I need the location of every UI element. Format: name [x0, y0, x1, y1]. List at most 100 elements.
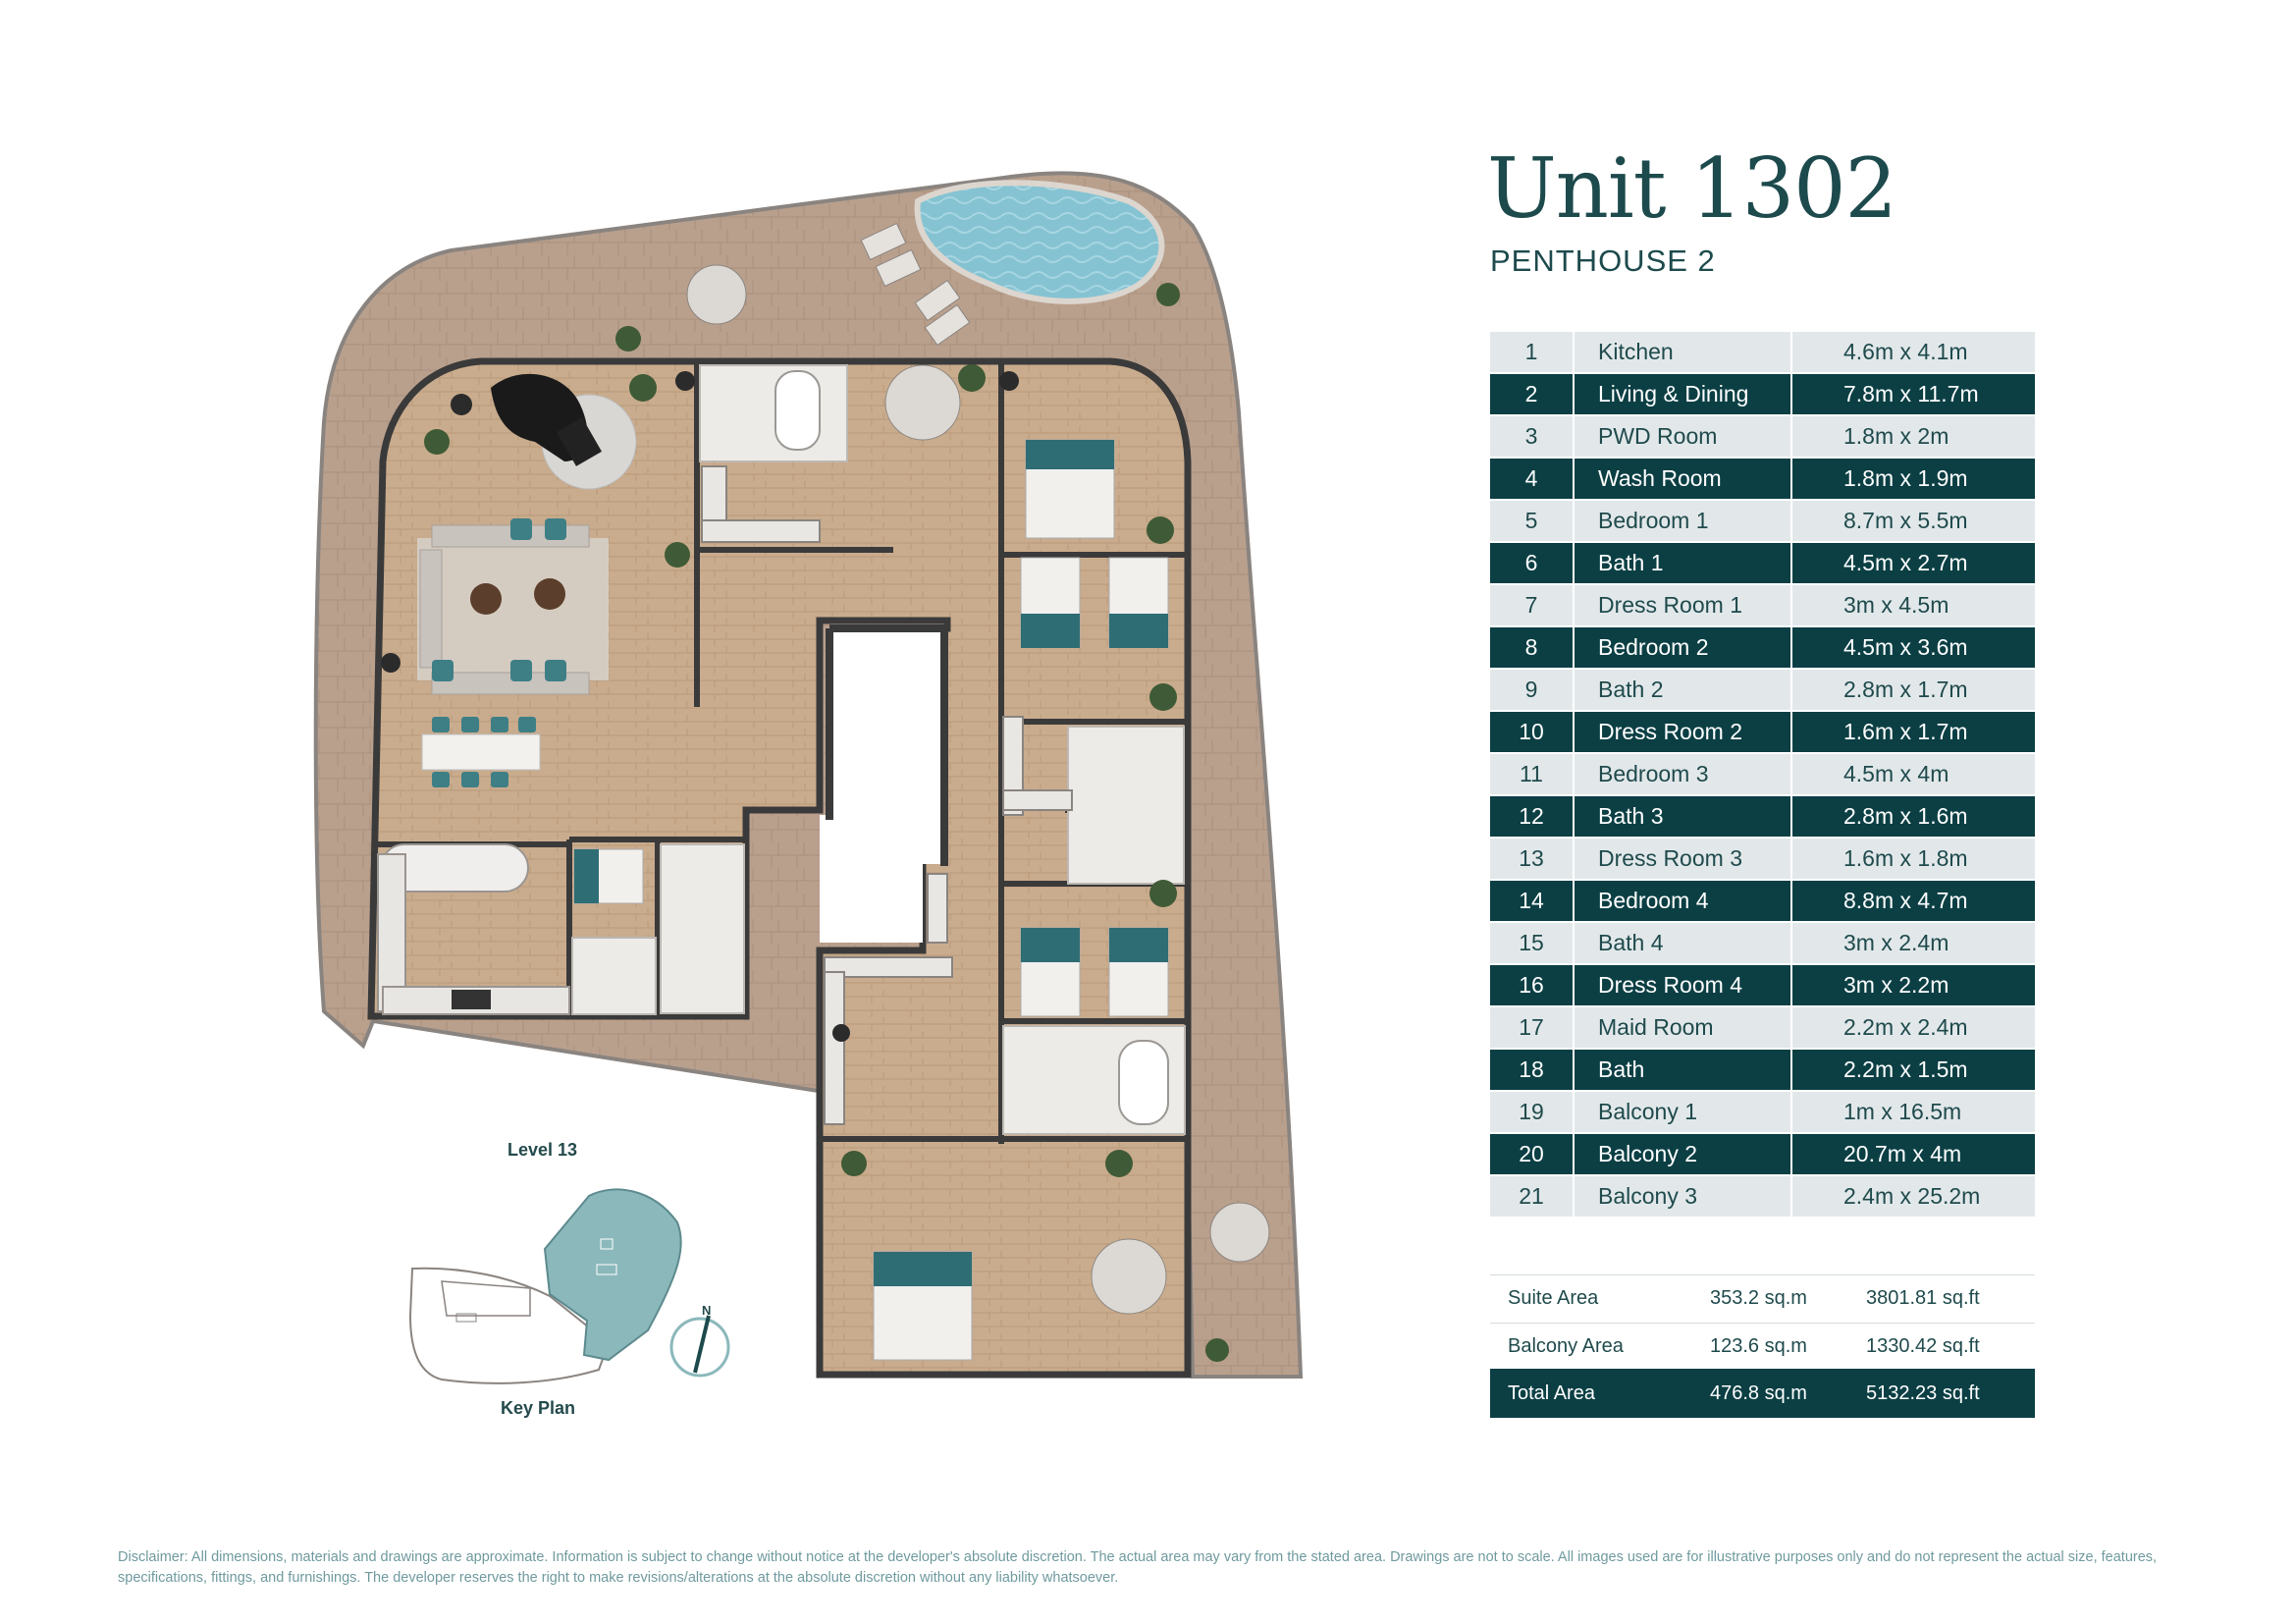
compass-icon	[669, 1315, 730, 1378]
room-name: Bath 1	[1598, 550, 1664, 575]
room-name: Bath 4	[1598, 930, 1664, 955]
room-size: 4.6m x 4.1m	[1843, 339, 1968, 364]
room-number: 4	[1524, 465, 1538, 491]
disclaimer: Disclaimer: All dimensions, materials an…	[118, 1549, 2158, 1586]
room-name: Bedroom 2	[1598, 634, 1709, 660]
room-number: 20	[1519, 1141, 1544, 1166]
room-number: 3	[1524, 423, 1538, 449]
room-number: 9	[1524, 677, 1538, 702]
piano-icon	[491, 373, 637, 490]
table-row: 6 Bath 1 4.5m x 2.7m	[1490, 543, 2035, 583]
room-number: 8	[1524, 634, 1538, 660]
room-number: 14	[1519, 888, 1544, 913]
area-sqft: 5132.23 sq.ft	[1866, 1382, 1980, 1404]
room-size: 3m x 4.5m	[1843, 592, 1949, 618]
room-name: Bath 3	[1598, 803, 1664, 829]
table-row: 20 Balcony 2 20.7m x 4m	[1490, 1134, 2035, 1174]
table-row: 7 Dress Room 1 3m x 4.5m	[1490, 585, 2035, 625]
room-size: 1.8m x 2m	[1843, 423, 1949, 449]
area-sqm: 353.2 sq.m	[1710, 1287, 1807, 1309]
area-label: Balcony Area	[1508, 1335, 1624, 1357]
table-row: 17 Maid Room 2.2m x 2.4m	[1490, 1007, 2035, 1048]
room-name: Living & Dining	[1598, 381, 1749, 406]
room-size: 2.8m x 1.6m	[1843, 803, 1968, 829]
area-sqft: 1330.42 sq.ft	[1866, 1335, 1980, 1357]
level-label: Level 13	[507, 1140, 578, 1160]
key-plan-label: Key Plan	[501, 1398, 576, 1418]
plant-icon	[424, 283, 1229, 1362]
table-row: 15 Bath 4 3m x 2.4m	[1490, 923, 2035, 963]
room-name: Bedroom 1	[1598, 508, 1709, 533]
unit-title: Unit 1302	[1487, 140, 1897, 237]
bed-icon	[573, 439, 1169, 1361]
room-size: 3m x 2.4m	[1843, 930, 1949, 955]
living-area	[417, 518, 609, 695]
room-size: 8.7m x 5.5m	[1843, 508, 1968, 533]
room-size: 2.2m x 1.5m	[1843, 1056, 1968, 1082]
room-name: Balcony 2	[1598, 1141, 1698, 1166]
dining-table-icon	[421, 717, 541, 787]
closets	[701, 465, 1073, 1125]
room-name: Kitchen	[1598, 339, 1674, 364]
room-number: 7	[1524, 592, 1538, 618]
table-row: Suite Area 353.2 sq.m 3801.81 sq.ft	[1490, 1274, 2035, 1323]
table-row: 9 Bath 2 2.8m x 1.7m	[1490, 670, 2035, 710]
room-number: 6	[1524, 550, 1538, 575]
table-row: 14 Bedroom 4 8.8m x 4.7m	[1490, 881, 2035, 921]
room-number: 18	[1519, 1056, 1544, 1082]
area-sqm: 476.8 sq.m	[1710, 1382, 1807, 1404]
kitchen	[377, 843, 570, 1015]
area-label: Total Area	[1508, 1382, 1595, 1404]
table-row: Total Area 476.8 sq.m 5132.23 sq.ft	[1490, 1369, 2035, 1418]
key-plan	[408, 1188, 682, 1384]
room-size: 2.2m x 2.4m	[1843, 1014, 1968, 1040]
table-row: 19 Balcony 1 1m x 16.5m	[1490, 1092, 2035, 1132]
room-size: 4.5m x 3.6m	[1843, 634, 1968, 660]
room-size: 1.6m x 1.7m	[1843, 719, 1968, 744]
room-name: Wash Room	[1598, 465, 1722, 491]
bathtub-icon	[774, 370, 1169, 1125]
room-number: 19	[1519, 1099, 1544, 1124]
room-name: Maid Room	[1598, 1014, 1714, 1040]
room-number: 10	[1519, 719, 1544, 744]
unit-subtitle: PENTHOUSE 2	[1490, 244, 1716, 278]
room-number: 21	[1519, 1183, 1544, 1209]
room-size: 7.8m x 11.7m	[1843, 381, 1979, 406]
table-row: 4 Wash Room 1.8m x 1.9m	[1490, 459, 2035, 499]
area-sqft: 3801.81 sq.ft	[1866, 1287, 1980, 1309]
lounger-icon	[860, 222, 971, 347]
room-name: Dress Room 1	[1598, 592, 1742, 618]
room-number: 13	[1519, 845, 1544, 871]
room-number: 15	[1519, 930, 1544, 955]
room-number: 2	[1524, 381, 1538, 406]
table-row: 12 Bath 3 2.8m x 1.6m	[1490, 796, 2035, 837]
room-size: 1.8m x 1.9m	[1843, 465, 1968, 491]
room-number: 17	[1519, 1014, 1544, 1040]
room-number: 12	[1519, 803, 1544, 829]
room-size: 2.8m x 1.7m	[1843, 677, 1968, 702]
area-label: Suite Area	[1508, 1287, 1599, 1309]
room-name: Bath 2	[1598, 677, 1664, 702]
table-row: 8 Bedroom 2 4.5m x 3.6m	[1490, 627, 2035, 668]
room-number: 11	[1520, 761, 1543, 786]
room-size: 8.8m x 4.7m	[1843, 888, 1968, 913]
room-size: 1.6m x 1.8m	[1843, 845, 1968, 871]
room-name: Balcony 1	[1598, 1099, 1698, 1124]
room-size: 20.7m x 4m	[1843, 1141, 1962, 1166]
room-number: 16	[1519, 972, 1544, 998]
room-size: 1m x 16.5m	[1843, 1099, 1962, 1124]
room-name: Bedroom 4	[1598, 888, 1709, 913]
room-size: 4.5m x 2.7m	[1843, 550, 1968, 575]
